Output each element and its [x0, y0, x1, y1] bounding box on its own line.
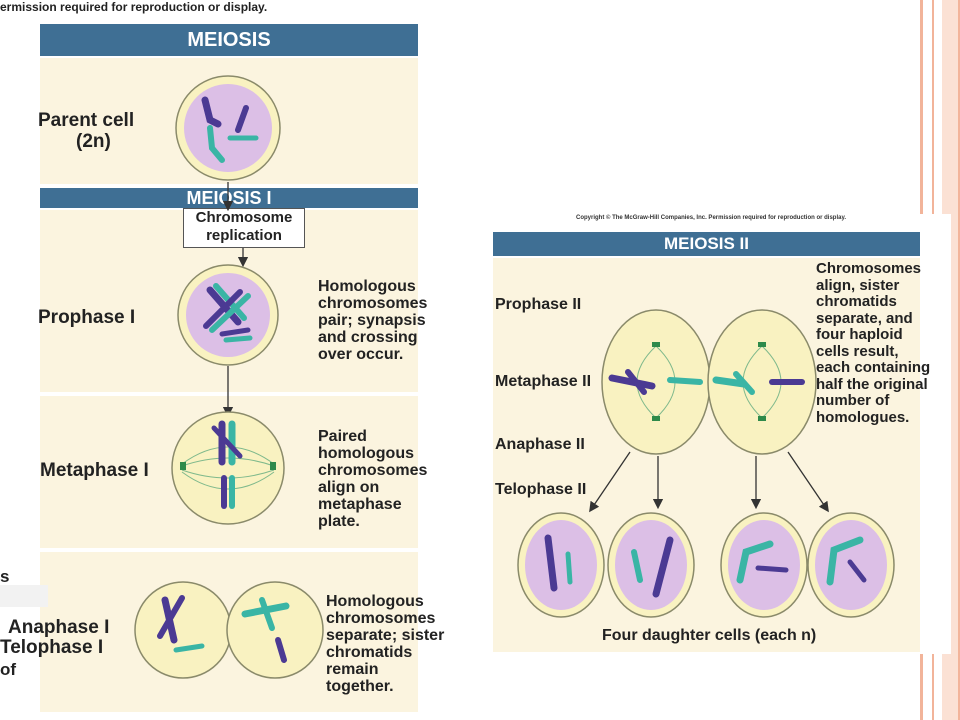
prophase-i-label: Prophase I: [38, 307, 136, 328]
top-permission-text: ermission required for reproduction or d…: [0, 0, 268, 14]
overlay-white-bar: [0, 585, 48, 607]
copyright-text: Copyright © The McGraw-Hill Companies, I…: [576, 215, 847, 221]
anaphase-i-label: Anaphase I: [8, 617, 110, 638]
metaphase-ii-label: Metaphase II: [495, 373, 592, 390]
meiosis-ii-header: MEIOSIS II: [493, 232, 920, 256]
telophase-i-label: Telophase I: [0, 637, 104, 658]
parent-cell-label: Parent cell (2n): [38, 110, 135, 152]
anaphase-ii-label: Anaphase II: [495, 436, 585, 453]
chromosome-replication-box: Chromosome replication: [183, 208, 305, 248]
daughter-cells-caption: Four daughter cells (each n): [602, 627, 817, 644]
meiosis-header: MEIOSIS: [40, 24, 418, 56]
fragment-of: of: [0, 660, 17, 679]
metaphase-i-label: Metaphase I: [40, 460, 149, 481]
telophase-ii-label: Telophase II: [495, 481, 587, 498]
prophase-ii-label: Prophase II: [495, 296, 582, 313]
fragment-s: s: [0, 567, 10, 586]
meiosis-i-header: MEIOSIS I: [40, 188, 418, 208]
